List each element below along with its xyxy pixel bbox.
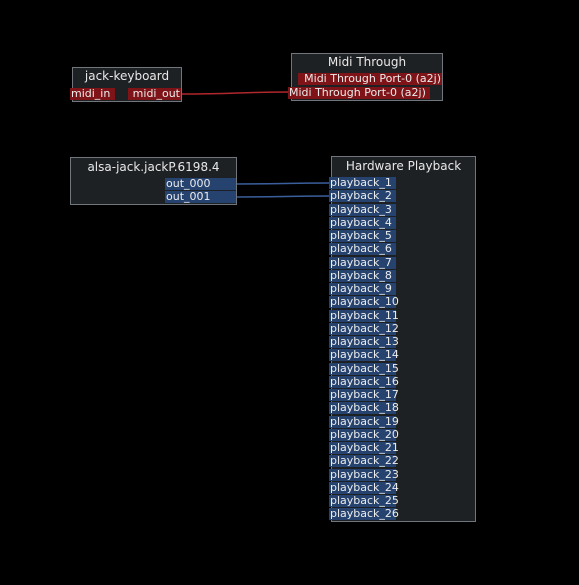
wire-out-000-to-playback-1[interactable] (235, 182, 331, 185)
port-out-000[interactable]: out_000 (165, 178, 236, 190)
port-playback-12[interactable]: playback_12 (329, 321, 399, 335)
wire-midi-out-to-midi-through[interactable] (180, 91, 291, 95)
port-playback-23[interactable]: playback_23 (329, 467, 399, 481)
port-playback-15[interactable]: playback_15 (329, 361, 399, 375)
playback-port-list: playback_1 playback_2 playback_3 playbac… (329, 177, 399, 522)
client-title: jack-keyboard (84, 69, 170, 83)
port-midi-out[interactable]: midi_out (128, 88, 181, 100)
port-playback-9[interactable]: playback_9 (329, 283, 396, 295)
port-midi-through-in[interactable]: Midi Through Port-0 (a2j) (288, 87, 430, 99)
port-playback-8[interactable]: playback_8 (329, 269, 396, 282)
port-midi-through-out[interactable]: Midi Through Port-0 (a2j) (298, 73, 442, 85)
port-playback-11[interactable]: playback_11 (329, 308, 399, 322)
port-playback-17[interactable]: playback_17 (329, 388, 399, 401)
port-playback-13[interactable]: playback_13 (329, 335, 399, 348)
port-playback-7[interactable]: playback_7 (329, 256, 396, 269)
port-playback-14[interactable]: playback_14 (329, 348, 399, 362)
port-playback-6[interactable]: playback_6 (329, 243, 396, 256)
port-midi-in[interactable]: midi_in (70, 88, 115, 100)
port-playback-16[interactable]: playback_16 (329, 374, 399, 388)
wire-out-001-to-playback-2[interactable] (235, 195, 331, 198)
port-playback-2[interactable]: playback_2 (329, 190, 396, 203)
port-playback-21[interactable]: playback_21 (329, 441, 399, 454)
client-title: Midi Through (327, 55, 407, 69)
port-playback-5[interactable]: playback_5 (329, 230, 396, 242)
port-playback-22[interactable]: playback_22 (329, 454, 399, 468)
port-playback-25[interactable]: playback_25 (329, 494, 399, 507)
port-out-001[interactable]: out_001 (165, 191, 236, 203)
port-playback-4[interactable]: playback_4 (329, 216, 396, 229)
port-playback-19[interactable]: playback_19 (329, 414, 399, 428)
port-playback-20[interactable]: playback_20 (329, 427, 399, 441)
port-playback-3[interactable]: playback_3 (329, 203, 396, 216)
client-title: alsa-jack.jackP.6198.4 (87, 160, 220, 174)
port-playback-10[interactable]: playback_10 (329, 295, 399, 309)
port-playback-26[interactable]: playback_26 (329, 507, 399, 521)
port-playback-24[interactable]: playback_24 (329, 480, 399, 494)
port-playback-18[interactable]: playback_18 (329, 401, 399, 415)
port-playback-1[interactable]: playback_1 (329, 177, 396, 189)
client-title: Hardware Playback (345, 159, 462, 173)
